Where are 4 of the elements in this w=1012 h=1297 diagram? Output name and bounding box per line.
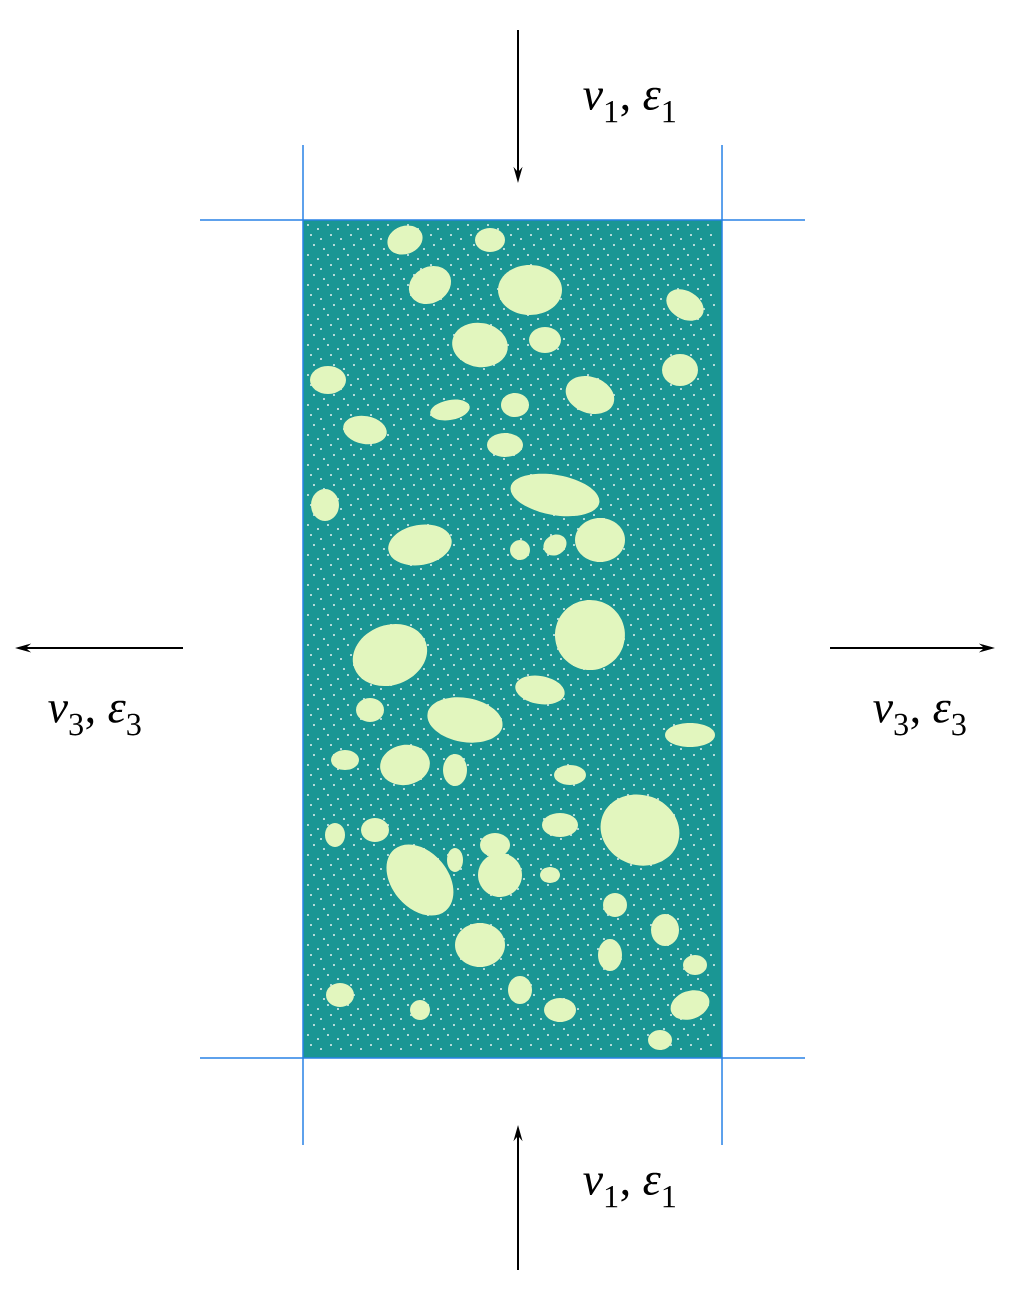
load-label: v$_{3}$, ε$_{3}$: [48, 700, 141, 736]
load-label: v$_{1}$, ε$_{1}$: [583, 87, 675, 123]
load-label: v$_{1}$, ε$_{1}$: [583, 1172, 675, 1208]
load-label: v$_{3}$, ε$_{3}$: [873, 700, 966, 736]
